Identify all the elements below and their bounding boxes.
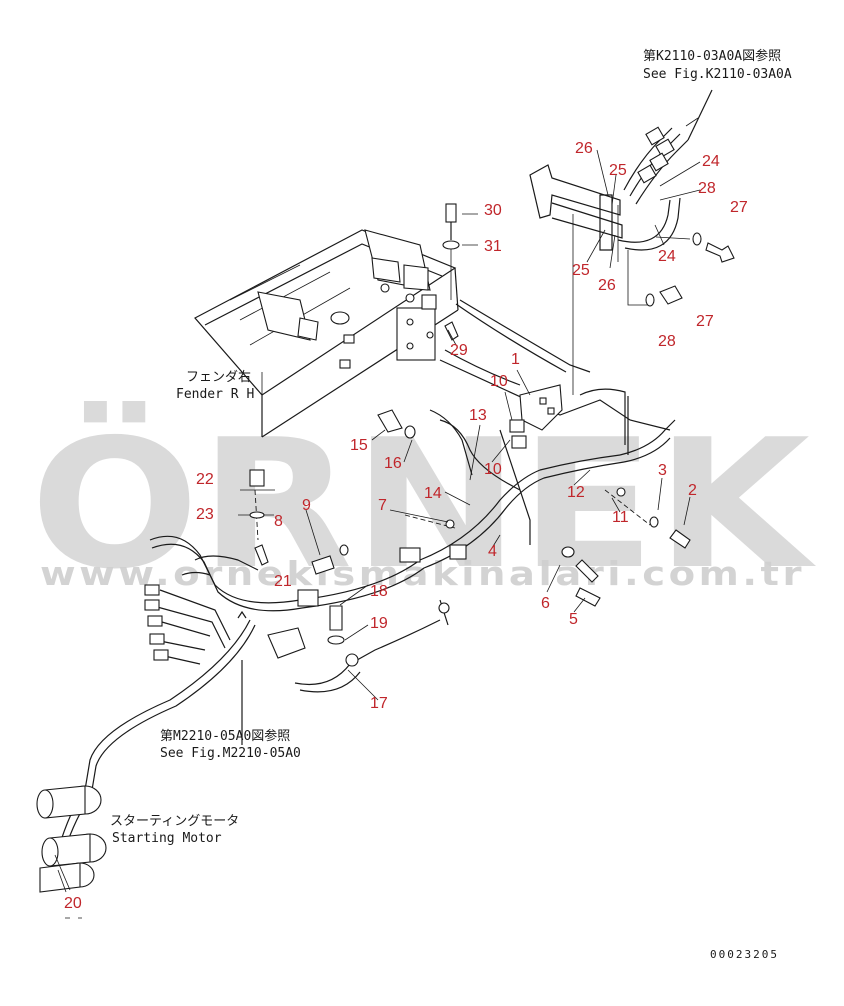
callout-5: 5 <box>569 611 578 628</box>
callout-4: 4 <box>488 543 497 560</box>
callout-7: 7 <box>378 497 387 514</box>
watermark: ÖRNEK www.ornekismakinalari.com.tr <box>30 401 817 608</box>
callout-23: 23 <box>196 506 214 523</box>
callout-18: 18 <box>370 583 388 600</box>
cable-17 <box>294 599 450 701</box>
callout-1: 1 <box>511 351 520 368</box>
callout-17: 17 <box>370 695 388 712</box>
ref-top-right-jp: 第K2110-03A0A図参照 <box>643 48 781 64</box>
callout-15: 15 <box>350 437 368 454</box>
callout-13: 13 <box>469 407 487 424</box>
callout-10-b: 10 <box>484 461 502 478</box>
callout-14: 14 <box>424 485 442 502</box>
fender-label-jp: フェンダ右 <box>186 370 251 385</box>
callout-21: 21 <box>274 573 292 590</box>
ref-top-right-en: See Fig.K2110-03A0A <box>643 67 792 82</box>
reference-notes: 第K2110-03A0A図参照 See Fig.K2110-03A0A フェンダ… <box>110 48 792 961</box>
callout-28-a: 28 <box>698 180 716 197</box>
ref-bottom-en: See Fig.M2210-05A0 <box>160 746 301 761</box>
callout-24-b: 24 <box>658 248 676 265</box>
callout-20: 20 <box>64 895 82 912</box>
callout-2: 2 <box>688 482 697 499</box>
callout-3: 3 <box>658 462 667 479</box>
callout-26-a: 26 <box>575 140 593 157</box>
bolt-27-28 <box>645 232 735 307</box>
callout-9: 9 <box>302 497 311 514</box>
callout-26-b: 26 <box>598 277 616 294</box>
callout-12: 12 <box>567 484 585 501</box>
callout-6: 6 <box>541 595 550 612</box>
ref-bottom-jp: 第M2210-05A0図参照 <box>160 728 290 744</box>
watermark-brand: ÖRNEK <box>30 401 817 608</box>
callout-25-b: 25 <box>572 262 590 279</box>
starter-label-jp: スターティングモータ <box>110 814 239 829</box>
callout-11: 11 <box>612 509 629 526</box>
callout-8: 8 <box>274 513 283 530</box>
bracket-assembly-top-right <box>529 89 713 395</box>
drawing-number: 00023205 <box>710 948 779 961</box>
watermark-url: www.ornekismakinalari.com.tr <box>40 554 805 593</box>
callout-31: 31 <box>484 238 502 255</box>
main-harness <box>144 299 676 665</box>
callout-16: 16 <box>384 455 402 472</box>
callout-10-a: 10 <box>490 373 508 390</box>
starter-label-en: Starting Motor <box>112 831 222 846</box>
bolt-30-31 <box>442 203 478 300</box>
callout-24-a: 24 <box>702 153 720 170</box>
callout-30: 30 <box>484 202 502 219</box>
fender-frame <box>194 229 459 438</box>
callout-19: 19 <box>370 615 388 632</box>
callout-29: 29 <box>450 342 468 359</box>
callout-22: 22 <box>196 471 214 488</box>
fender-label-en: Fender R H <box>176 387 254 402</box>
leader-lines <box>57 149 701 893</box>
callout-27-a: 27 <box>730 199 748 216</box>
starting-motor <box>36 785 107 919</box>
callout-25-a: 25 <box>609 162 627 179</box>
callout-28-b: 28 <box>658 333 676 350</box>
callout-27-b: 27 <box>696 313 714 330</box>
callouts: 1 2 3 4 5 6 7 8 9 10 10 11 12 13 14 15 1… <box>64 140 748 912</box>
fasteners <box>238 294 691 645</box>
